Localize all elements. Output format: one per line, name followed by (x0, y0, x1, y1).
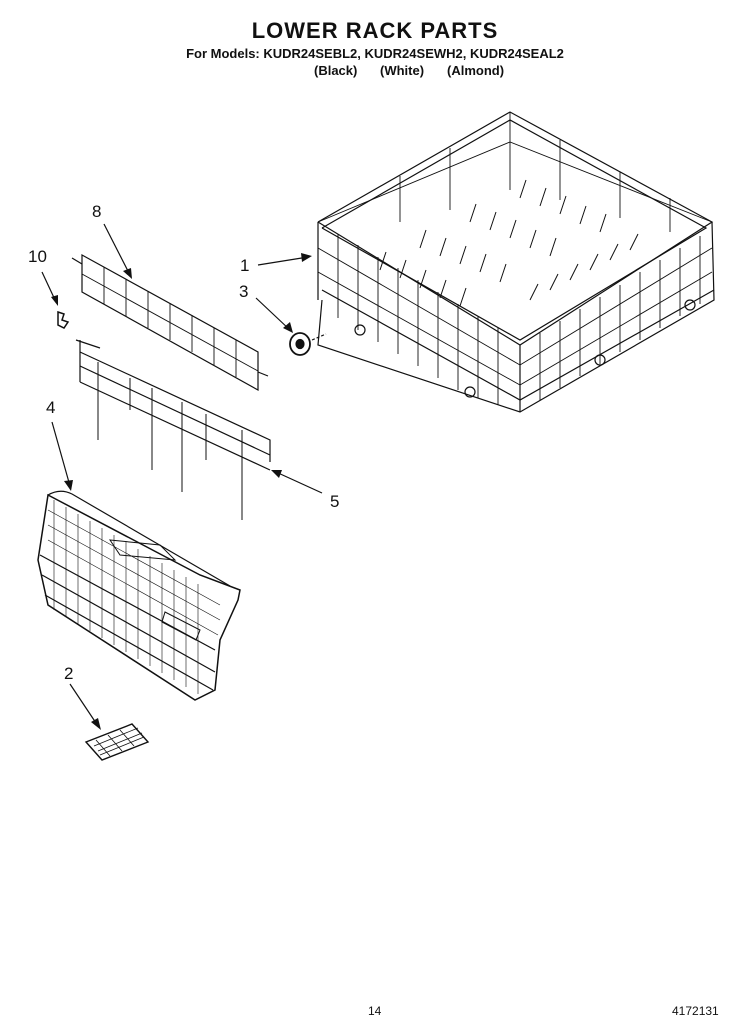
callout-8: 8 (92, 202, 102, 221)
callout-4: 4 (46, 398, 56, 417)
variant-almond: (Almond) (447, 63, 505, 78)
roller-drawing (289, 332, 327, 356)
page-number: 14 (368, 1004, 382, 1018)
callout-1: 1 (240, 256, 250, 275)
document-number: 4172131 (672, 1004, 719, 1018)
clip-drawing (57, 310, 70, 329)
tine-row-drawing (75, 339, 271, 520)
variant-white: (White) (380, 63, 425, 78)
page-title: LOWER RACK PARTS (251, 18, 499, 43)
variant-black: (Black) (314, 63, 358, 78)
shield-drawing (71, 253, 269, 392)
utensil-tray-drawing (84, 723, 150, 761)
model-list: For Models: KUDR24SEBL2, KUDR24SEWH2, KU… (186, 46, 564, 61)
callout-5: 5 (330, 492, 340, 511)
callout-3: 3 (239, 282, 249, 301)
lower-rack-drawing (317, 111, 715, 413)
arrowheads (51, 253, 312, 730)
utensil-basket-drawing (37, 490, 241, 701)
leader-lines (41, 223, 323, 727)
callout-10: 10 (28, 247, 47, 266)
callout-2: 2 (64, 664, 74, 683)
